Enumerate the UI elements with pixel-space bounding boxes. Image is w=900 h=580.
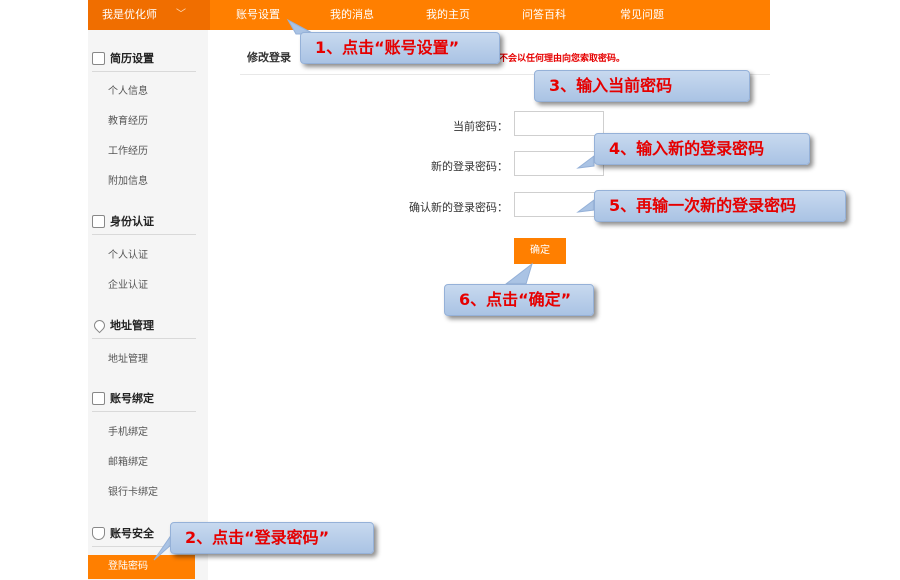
nav-qa-wiki[interactable]: 问答百科 bbox=[522, 8, 566, 21]
sidebar-item-company-auth[interactable]: 企业认证 bbox=[108, 280, 148, 291]
id-card-icon bbox=[92, 215, 105, 228]
sidebar-item-bankcard-binding[interactable]: 银行卡绑定 bbox=[108, 487, 158, 498]
shield-icon bbox=[92, 527, 105, 540]
sidebar-item-personal-info[interactable]: 个人信息 bbox=[108, 86, 148, 97]
confirm-password-label: 确认新的登录密码： bbox=[409, 201, 508, 214]
sidebar-section-security: 账号安全 bbox=[92, 521, 196, 547]
sidebar-item-education[interactable]: 教育经历 bbox=[108, 116, 148, 127]
callout-step-3: 3、输入当前密码 bbox=[534, 70, 750, 102]
nav-my-messages[interactable]: 我的消息 bbox=[330, 8, 374, 21]
sidebar-section-address: 地址管理 bbox=[91, 313, 196, 339]
nav-faq[interactable]: 常见问题 bbox=[620, 8, 664, 21]
sidebar-section-binding: 账号绑定 bbox=[92, 386, 196, 412]
new-password-input[interactable] bbox=[514, 151, 604, 176]
callout-step-4: 4、输入新的登录密码 bbox=[594, 133, 810, 165]
sidebar-item-login-password[interactable]: 登陆密码 bbox=[88, 555, 195, 579]
callout-step-6: 6、点击“确定” bbox=[444, 284, 594, 316]
sidebar-item-work[interactable]: 工作经历 bbox=[108, 146, 148, 157]
callout-step-2: 2、点击“登录密码” bbox=[170, 522, 374, 554]
callout-step-1: 1、点击“账号设置” bbox=[300, 32, 500, 64]
sidebar: 简历设置 个人信息 教育经历 工作经历 附加信息 身份认证 个人认证 企业认证 … bbox=[88, 30, 208, 580]
divider bbox=[240, 74, 770, 75]
user-menu[interactable]: 我是优化师 ﹀ bbox=[88, 0, 210, 30]
sidebar-item-address[interactable]: 地址管理 bbox=[108, 354, 148, 365]
document-icon bbox=[92, 52, 105, 65]
nav-my-homepage[interactable]: 我的主页 bbox=[426, 8, 470, 21]
sidebar-item-personal-auth[interactable]: 个人认证 bbox=[108, 250, 148, 261]
location-pin-icon bbox=[91, 317, 108, 334]
link-card-icon bbox=[92, 392, 105, 405]
user-name: 我是优化师 bbox=[102, 8, 157, 21]
top-nav-bar: 我是优化师 ﹀ 账号设置 我的消息 我的主页 问答百科 常见问题 bbox=[88, 0, 770, 30]
confirm-button[interactable]: 确定 bbox=[514, 238, 566, 264]
new-password-label: 新的登录密码： bbox=[431, 160, 508, 173]
current-password-label: 当前密码： bbox=[453, 120, 508, 133]
page-title: 修改登录 bbox=[247, 51, 291, 64]
chevron-down-icon: ﹀ bbox=[176, 9, 186, 20]
sidebar-item-email-binding[interactable]: 邮箱绑定 bbox=[108, 457, 148, 468]
callout-6-pointer bbox=[504, 262, 533, 285]
security-notice: 人员不会以任何理由向您索取密码。 bbox=[481, 54, 626, 64]
confirm-password-input[interactable] bbox=[514, 192, 604, 217]
current-password-input[interactable] bbox=[514, 111, 604, 136]
sidebar-section-resume: 简历设置 bbox=[92, 46, 196, 72]
callout-step-5: 5、再输一次新的登录密码 bbox=[594, 190, 846, 222]
nav-account-settings[interactable]: 账号设置 bbox=[236, 8, 280, 21]
sidebar-item-phone-binding[interactable]: 手机绑定 bbox=[108, 427, 148, 438]
sidebar-section-identity: 身份认证 bbox=[92, 209, 196, 235]
sidebar-item-additional[interactable]: 附加信息 bbox=[108, 176, 148, 187]
